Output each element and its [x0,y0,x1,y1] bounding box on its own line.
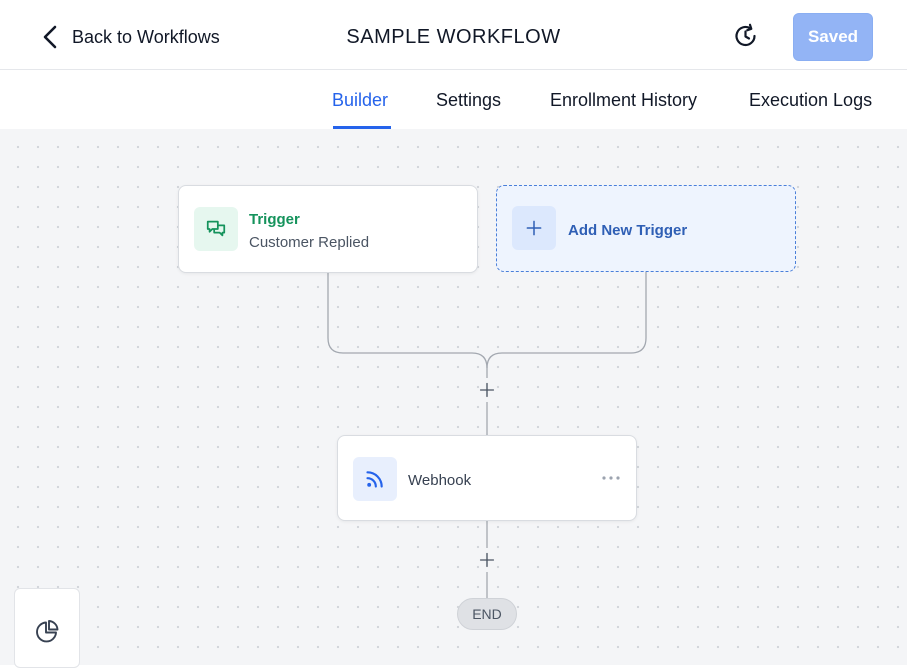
active-tab-indicator [333,126,391,129]
history-button[interactable] [733,23,759,49]
end-node: END [457,598,517,630]
plus-icon [479,382,495,398]
add-new-trigger-button[interactable]: Add New Trigger [496,185,796,272]
chevron-left-icon [43,25,57,49]
top-header: Back to Workflows SAMPLE WORKFLOW Saved [0,0,907,70]
webhook-action-card[interactable]: Webhook [337,435,637,521]
chat-bubbles-icon [206,220,226,237]
history-clock-icon [735,23,756,47]
saved-button[interactable]: Saved [793,13,873,61]
plus-icon [479,552,495,568]
add-step-button-bottom[interactable] [477,550,497,570]
webhook-label: Webhook [408,472,472,489]
tab-enrollment-history[interactable]: Enrollment History [550,90,698,110]
trigger-card[interactable]: Trigger Customer Replied [178,185,478,273]
back-to-workflows-link[interactable]: Back to Workflows [40,22,220,52]
tab-bar: Builder Settings Enrollment History Exec… [0,70,907,129]
add-trigger-icon-box [512,206,556,250]
trigger-title: Trigger [249,211,300,228]
add-step-button-top[interactable] [477,380,497,400]
tab-builder[interactable]: Builder [332,90,389,110]
rss-feed-icon [366,471,383,488]
tab-settings[interactable]: Settings [436,90,502,110]
add-trigger-label: Add New Trigger [568,222,688,239]
more-horizontal-icon [602,476,620,480]
more-options-button[interactable] [600,470,622,486]
statistics-button[interactable] [14,588,80,668]
webhook-icon-box [353,457,397,501]
tab-execution-logs[interactable]: Execution Logs [749,90,873,110]
back-label: Back to Workflows [72,26,220,47]
pie-chart-icon [36,620,59,643]
trigger-subtitle: Customer Replied [249,234,370,251]
plus-icon [526,220,542,236]
trigger-icon-box [194,207,238,251]
